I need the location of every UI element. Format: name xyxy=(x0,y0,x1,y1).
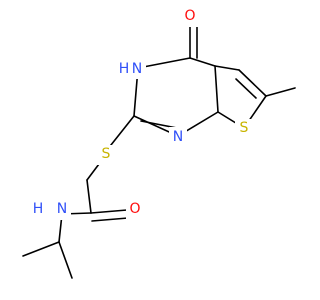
atom-h-ring: H xyxy=(119,61,130,77)
atom-n-ring-h: N xyxy=(132,61,142,77)
atom-o-amide: O xyxy=(129,201,140,217)
atom-s-thiophene: S xyxy=(240,120,249,136)
bond-ch-ch3-left xyxy=(22,241,60,257)
bond-c6-methyl xyxy=(265,87,296,97)
bond-ch2-c-amide xyxy=(86,179,92,214)
bond-c-amide-o-double xyxy=(91,217,129,222)
bond-c2-n1-double xyxy=(140,120,178,129)
bond-c2-ch2 xyxy=(106,115,135,151)
atom-s-thioether: S xyxy=(102,146,111,162)
atom-h-amide: H xyxy=(33,201,44,217)
atom-n-amide: N xyxy=(57,201,67,217)
bond-c5-c6 xyxy=(238,69,267,97)
bond-c5-c6-double xyxy=(235,78,257,99)
bonds xyxy=(22,23,296,279)
bond-s-ch2 xyxy=(86,163,100,181)
molecule-canvas: O H N N S S O N H xyxy=(22,7,296,279)
bond-c7a-c4a xyxy=(214,65,219,113)
bond-ch-ch3-right xyxy=(58,241,73,279)
bond-c4-n3 xyxy=(137,57,191,69)
atom-labels: O H N N S S O N H xyxy=(30,7,253,220)
bond-c4a-c5 xyxy=(214,65,240,71)
atom-o-carbonyl: O xyxy=(184,8,195,24)
molecule-structure: O H N N S S O N H xyxy=(22,7,296,279)
atom-n-ring: N xyxy=(173,129,183,145)
bond-c-amide-o xyxy=(90,209,128,214)
bond-c4a-c4 xyxy=(189,57,216,67)
